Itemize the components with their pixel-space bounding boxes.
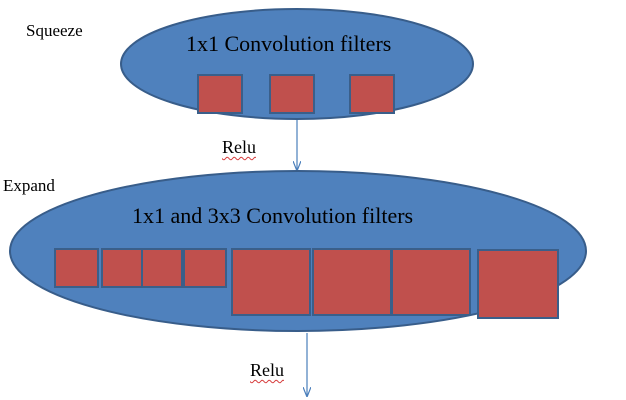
expand-filter-1x1 [54, 248, 99, 288]
expand-title: 1x1 and 3x3 Convolution filters [132, 203, 414, 228]
squeeze-label: Squeeze [26, 21, 83, 40]
squeeze-filters [197, 74, 395, 114]
expand-filter-3x3 [312, 248, 392, 316]
squeeze-relu-label: Relu [222, 137, 256, 157]
expand-filter-1x1 [101, 248, 143, 288]
squeeze-filter [269, 74, 315, 114]
expand-filter-3x3 [231, 248, 311, 316]
squeeze-filter [197, 74, 243, 114]
expand-filters [54, 248, 559, 319]
expand-filter-3x3 [391, 248, 471, 316]
expand-filter-3x3 [477, 249, 559, 319]
expand-filter-1x1 [183, 248, 227, 288]
expand-relu-label: Relu [250, 360, 284, 380]
expand-filter-1x1 [141, 248, 183, 288]
expand-label: Expand [3, 176, 55, 195]
squeeze-title: 1x1 Convolution filters [186, 31, 392, 56]
squeeze-filter [349, 74, 395, 114]
